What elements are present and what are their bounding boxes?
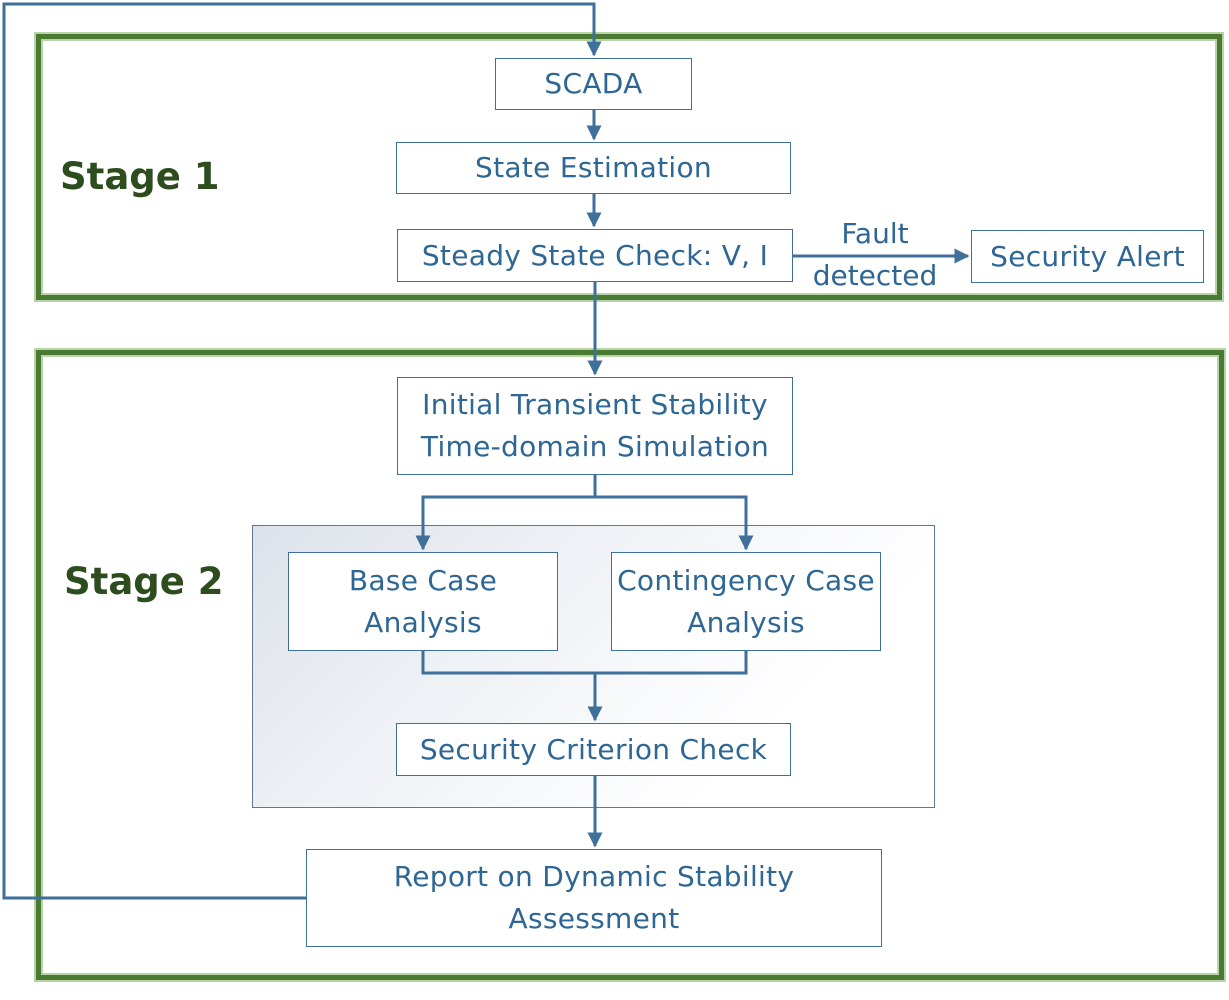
initial-transient-stability-node: Initial Transient Stability Time-domain …: [397, 377, 793, 475]
security-criterion-check-node: Security Criterion Check: [396, 723, 791, 776]
stage-2-label: Stage 2: [64, 560, 224, 603]
base-case-analysis-node: Base Case Analysis: [288, 552, 558, 651]
scada-node: SCADA: [495, 58, 692, 110]
report-node: Report on Dynamic Stability Assessment: [306, 849, 882, 947]
steady-state-check-node: Steady State Check: V, I: [397, 229, 793, 282]
security-alert-node: Security Alert: [971, 230, 1204, 283]
stage-1-label: Stage 1: [60, 155, 220, 198]
fault-edge-label: Fault: [841, 217, 909, 250]
state-estimation-node: State Estimation: [396, 142, 791, 194]
contingency-case-analysis-node: Contingency Case Analysis: [611, 552, 881, 651]
detected-edge-label: detected: [812, 259, 938, 292]
